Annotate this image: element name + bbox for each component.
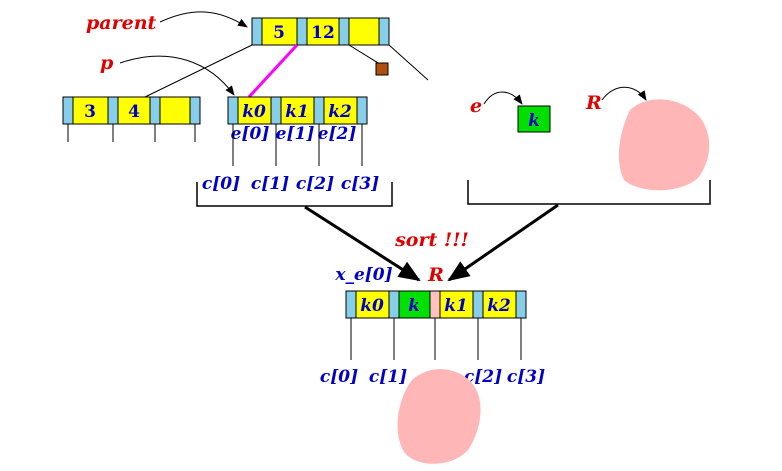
p-child-0: c[0] <box>202 174 240 194</box>
merged-node: k0 k k1 k2 c[0] c[1] c[2] c[3] <box>320 290 545 387</box>
brace-left <box>196 182 393 207</box>
merge-arrow-right <box>447 203 559 282</box>
p-entry-0: e[0] <box>231 124 270 144</box>
new-entry-box <box>517 105 551 133</box>
left-node: 3 4 <box>62 96 201 142</box>
label-x-e0: x_e[0] <box>334 265 392 285</box>
parent-key-0: 5 <box>273 23 285 43</box>
parent-to-left-node-link <box>144 44 253 98</box>
parent-pointer-slot-0 <box>251 17 263 46</box>
merged-child-2: c[2] <box>464 367 502 387</box>
merged-key-3: k2 <box>487 296 511 316</box>
p-node: k0 k1 k2 e[0] e[1] e[2] c[0] c[1] c[2] c… <box>202 96 379 194</box>
label-p: p <box>100 52 114 74</box>
parent-pointer-slot-3 <box>378 17 390 46</box>
parent-node: 5 12 <box>251 17 390 46</box>
e-pointer-arrow <box>483 91 523 105</box>
p-key-0: k0 <box>242 102 266 122</box>
p-child-1: c[1] <box>251 174 289 194</box>
parent-pointer-slot-1 <box>296 17 308 46</box>
merged-key-2: k1 <box>444 296 468 316</box>
p-pointer-arrow <box>119 55 235 96</box>
R-pointer-arrow <box>601 86 647 101</box>
p-key-2: k2 <box>328 102 352 122</box>
label-e: e <box>470 95 482 117</box>
parent-key-cell-0 <box>261 17 298 46</box>
p-key-1: k1 <box>285 102 309 122</box>
parent-key-1: 12 <box>311 23 335 43</box>
label-R-bottom: R <box>427 264 444 286</box>
parent-pointer-slot-2 <box>338 17 350 46</box>
merged-key-0: k0 <box>360 296 384 316</box>
parent-key-cell-2 <box>348 17 380 46</box>
merge-arrow-left <box>304 205 421 282</box>
p-child-3: c[3] <box>341 174 379 194</box>
label-sort: sort !!! <box>394 229 469 251</box>
brace-right <box>467 180 711 205</box>
new-pointer-square <box>375 62 389 76</box>
label-R-top: R <box>585 92 602 114</box>
label-parent: parent <box>86 12 157 34</box>
left-key-0: 3 <box>84 102 96 122</box>
merged-child-3: c[3] <box>507 367 545 387</box>
new-entry-key: k <box>528 111 540 131</box>
merged-key-1: k <box>408 296 420 316</box>
parent-pointer-arrow <box>159 11 248 28</box>
p-child-2: c[2] <box>296 174 334 194</box>
R-subtree-blob-bottom <box>397 369 481 464</box>
R-subtree-blob-top <box>618 99 710 191</box>
merged-child-1: c[1] <box>369 367 407 387</box>
parent-key-cell-1 <box>306 17 340 46</box>
merged-child-0: c[0] <box>320 367 358 387</box>
p-entry-2: e[2] <box>318 124 357 144</box>
parent-rightmost-link <box>388 44 429 81</box>
left-key-1: 4 <box>128 102 140 122</box>
p-entry-1: e[1] <box>276 124 315 144</box>
parent-to-p-node-link <box>247 43 299 99</box>
